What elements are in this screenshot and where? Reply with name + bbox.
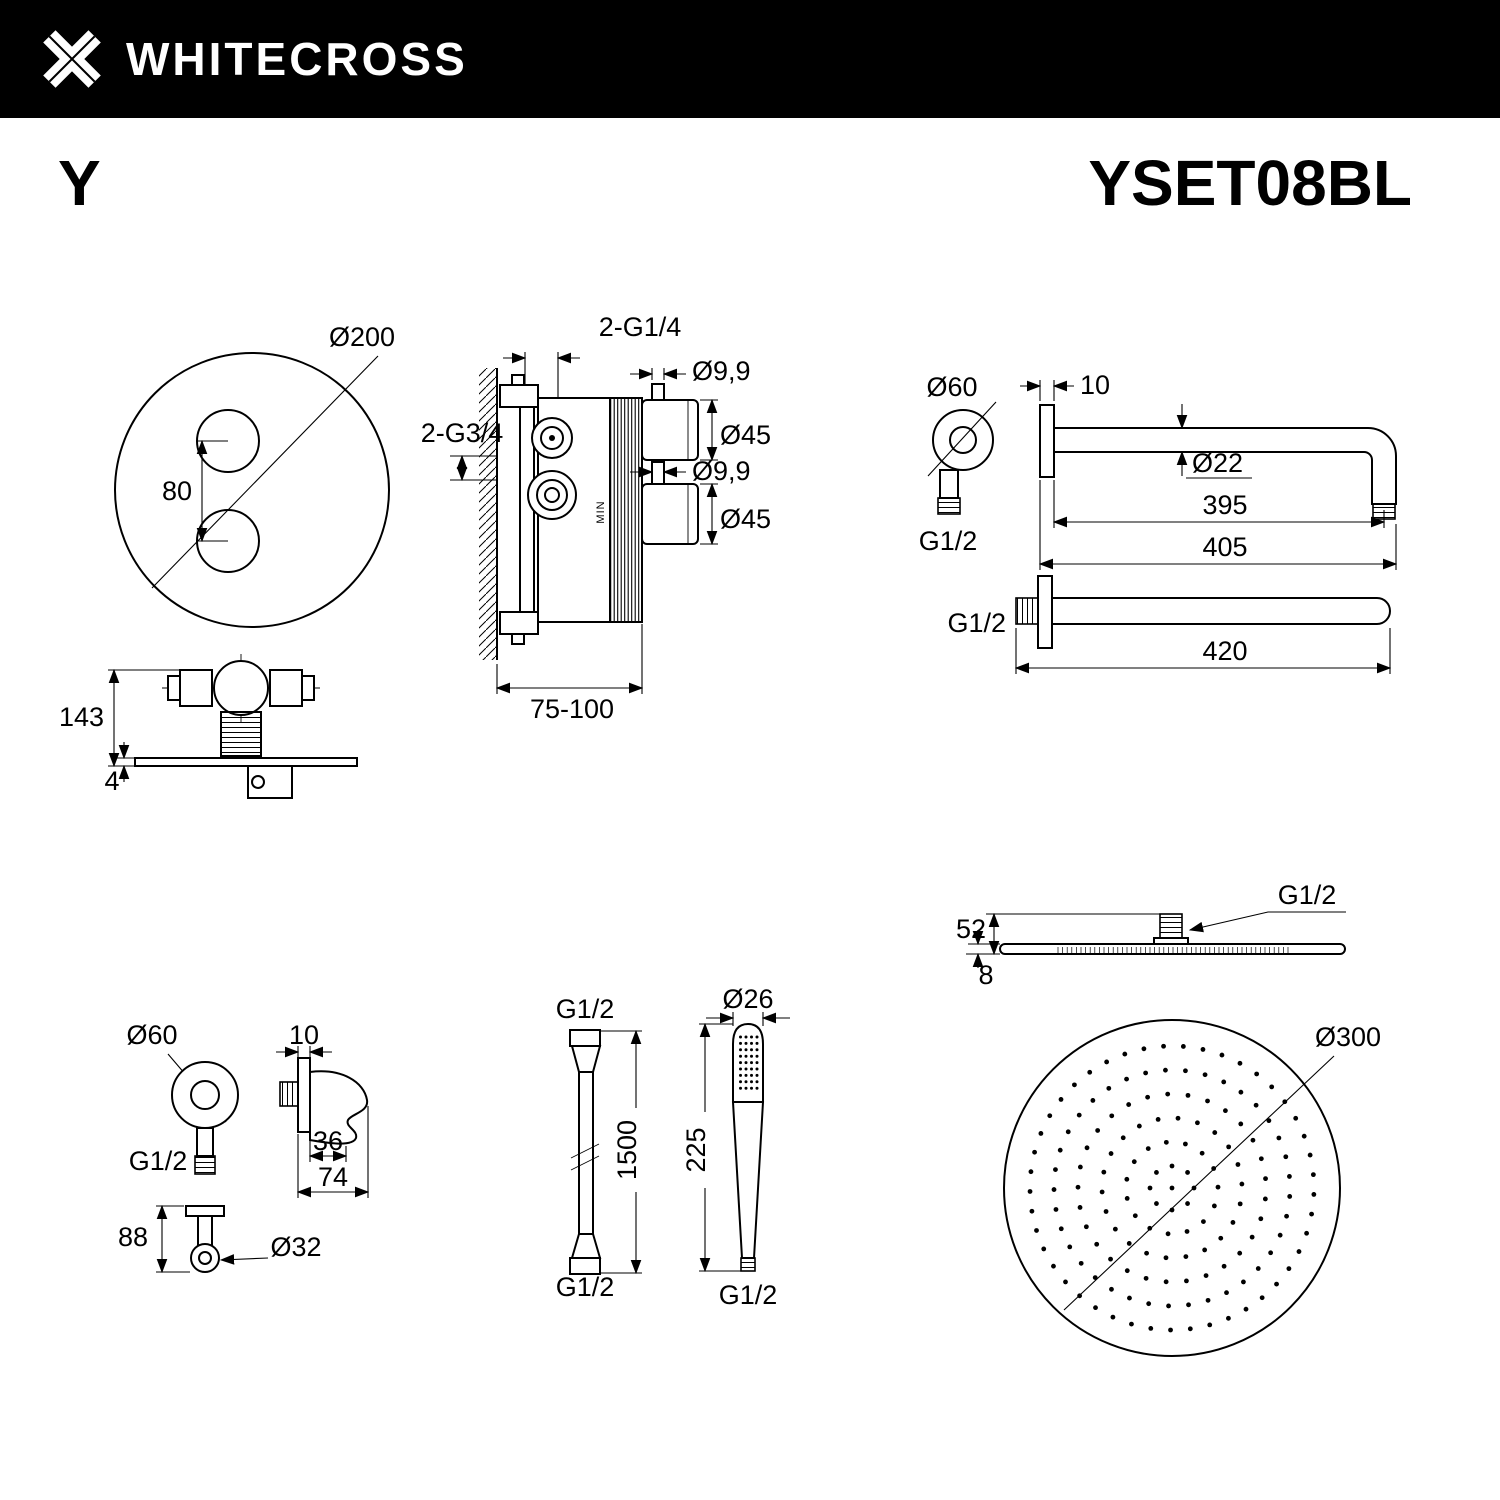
series-title: Y bbox=[58, 147, 101, 219]
dim-arm-length-inner: 395 bbox=[1202, 490, 1247, 520]
dim-hose-length: 1500 bbox=[612, 1120, 642, 1180]
min-marking: MIN bbox=[595, 500, 607, 523]
dim-holder-offset: 36 bbox=[313, 1126, 343, 1156]
handshower-holder-side-view: 10 36 74 bbox=[276, 1020, 370, 1198]
brand-name: WHITECROSS bbox=[126, 33, 468, 85]
shower-arm-straight-view: G1/2 420 bbox=[947, 575, 1392, 674]
dim-holder-depth: 74 bbox=[318, 1162, 348, 1192]
dim-head-height: 52 bbox=[956, 914, 986, 944]
dim-knob-spacing: 80 bbox=[162, 476, 192, 506]
dim-handshower-length: 225 bbox=[681, 1127, 711, 1172]
dim-plate-thickness: 4 bbox=[104, 766, 119, 796]
wall-outlet-front-view: Ø60 G1/2 Ø32 88 bbox=[118, 1020, 322, 1274]
dim-hose-thread-bottom: G1/2 bbox=[556, 1272, 615, 1302]
brand-header: WHITECROSS bbox=[0, 0, 1500, 118]
dim-arm-flange-thickness: 10 bbox=[1080, 370, 1110, 400]
dim-hose-thread-top: G1/2 bbox=[556, 994, 615, 1024]
dim-outlet-thread: G1/2 bbox=[129, 1146, 188, 1176]
valve-side-view: 143 4 bbox=[59, 654, 358, 799]
dim-arm-tube: Ø22 bbox=[1192, 448, 1243, 478]
dim-arm2-thread: G1/2 bbox=[947, 608, 1006, 638]
dim-handshower-head: Ø26 bbox=[722, 984, 773, 1014]
dim-stem-mid: Ø9,9 bbox=[692, 456, 751, 486]
mixer-section-view: MIN 2-G1/4 2-G3/4 Ø9,9 Ø45 Ø9,9 bbox=[421, 312, 771, 724]
dim-head-thread: G1/2 bbox=[1278, 880, 1337, 910]
dim-head-thickness: 8 bbox=[978, 960, 993, 990]
shower-hose-view: G1/2 G1/2 1500 bbox=[556, 994, 642, 1302]
shower-head-side-view: G1/2 52 8 bbox=[956, 880, 1346, 990]
dim-outlet-flange: Ø60 bbox=[126, 1020, 177, 1050]
dim-stem-top: Ø9,9 bbox=[692, 356, 751, 386]
shower-head-top-view: Ø300 bbox=[1003, 1019, 1381, 1357]
dim-knob-bottom: Ø45 bbox=[720, 504, 771, 534]
dim-handshower-thread: G1/2 bbox=[719, 1280, 778, 1310]
shower-arm-bent-view: Ø60 G1/2 10 Ø22 395 405 bbox=[919, 370, 1398, 570]
handshower-view: Ø26 G1/2 225 bbox=[681, 984, 790, 1310]
dim-holder-plate: 10 bbox=[289, 1020, 319, 1050]
whitecross-logo-icon bbox=[43, 30, 101, 88]
dim-outlet-height: 88 bbox=[118, 1222, 148, 1252]
dim-plate-diameter: Ø200 bbox=[329, 322, 395, 352]
dim-head-diameter: Ø300 bbox=[1315, 1022, 1381, 1052]
dim-knob-top: Ø45 bbox=[720, 420, 771, 450]
dim-valve-height: 143 bbox=[59, 702, 104, 732]
dim-arm2-length: 420 bbox=[1202, 636, 1247, 666]
dim-arm-length-outer: 405 bbox=[1202, 532, 1247, 562]
dim-install-depth: 75-100 bbox=[530, 694, 614, 724]
dim-outlet-hook: Ø32 bbox=[270, 1232, 321, 1262]
model-number: YSET08BL bbox=[1088, 147, 1412, 219]
dim-side-ports: 2-G3/4 bbox=[421, 418, 504, 448]
dim-top-ports: 2-G1/4 bbox=[599, 312, 682, 342]
dim-arm-thread: G1/2 bbox=[919, 526, 978, 556]
trim-plate-front-view: 80 Ø200 bbox=[114, 322, 395, 628]
dim-arm-flange: Ø60 bbox=[926, 372, 977, 402]
